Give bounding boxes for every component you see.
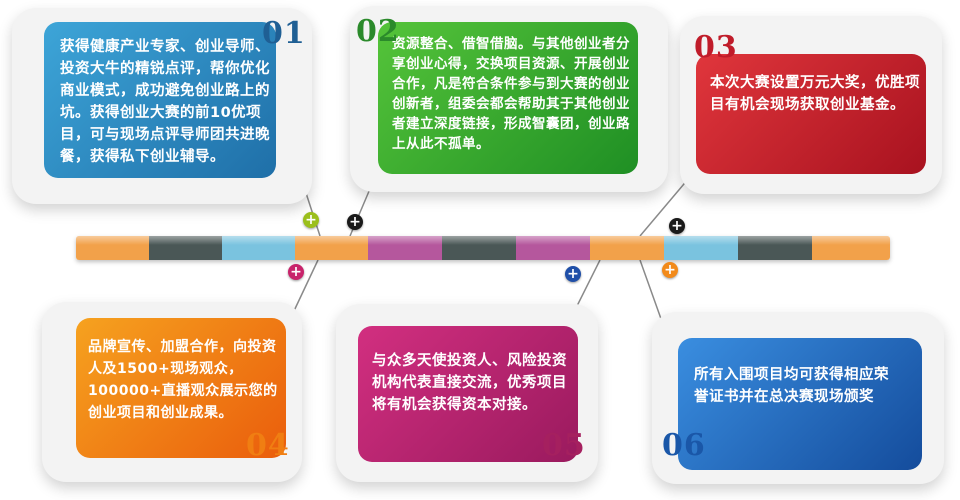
- pin-2-symbol: +: [349, 214, 361, 230]
- card-3: 本次大赛设置万元大奖，优胜项目有机会现场获取创业基金。: [696, 54, 926, 174]
- plus-icon[interactable]: +: [662, 262, 678, 278]
- timeline-bar: [76, 236, 890, 260]
- card-2: 资源整合、借智借脑。与其他创业者分享创业心得，交换项目资源、开展创业合作，凡是符…: [378, 22, 638, 174]
- card-6: 所有入围项目均可获得相应荣誉证书并在总决赛现场颁奖: [678, 338, 922, 470]
- card-3-number: 03: [694, 30, 738, 65]
- pin-1-symbol: +: [305, 212, 317, 228]
- card-5-text: 与众多天使投资人、风险投资机构代表直接交流，优秀项目将有机会获得资本对接。: [372, 353, 567, 413]
- plus-icon[interactable]: +: [347, 214, 363, 230]
- plus-icon[interactable]: +: [669, 218, 685, 234]
- plus-icon[interactable]: +: [303, 212, 319, 228]
- card-4-text: 品牌宣传、加盟合作，向投资人及1500+现场观众，100000+直播观众展示您的…: [88, 339, 278, 421]
- card-4: 品牌宣传、加盟合作，向投资人及1500+现场观众，100000+直播观众展示您的…: [76, 318, 286, 458]
- card-2-number: 02: [356, 14, 400, 49]
- card-5: 与众多天使投资人、风险投资机构代表直接交流，优秀项目将有机会获得资本对接。: [358, 326, 578, 462]
- card-1: 获得健康产业专家、创业导师、投资大牛的精锐点评，帮你优化商业模式，成功避免创业路…: [44, 22, 276, 178]
- pin-5-symbol: +: [567, 266, 579, 282]
- pin-6-symbol: +: [664, 262, 676, 278]
- card-4-number: 04: [246, 428, 290, 463]
- plus-icon[interactable]: +: [565, 266, 581, 282]
- card-6-text: 所有入围项目均可获得相应荣誉证书并在总决赛现场颁奖: [694, 367, 889, 405]
- plus-icon[interactable]: +: [288, 264, 304, 280]
- card-5-number: 05: [542, 428, 586, 463]
- card-1-number: 01: [262, 16, 306, 51]
- card-2-text: 资源整合、借智借脑。与其他创业者分享创业心得，交换项目资源、开展创业合作，凡是符…: [392, 36, 630, 152]
- pin-4-symbol: +: [290, 264, 302, 280]
- card-1-text: 获得健康产业专家、创业导师、投资大牛的精锐点评，帮你优化商业模式，成功避免创业路…: [60, 39, 270, 165]
- card-3-text: 本次大赛设置万元大奖，优胜项目有机会现场获取创业基金。: [710, 75, 920, 113]
- card-6-number: 06: [662, 428, 706, 463]
- pin-3-symbol: +: [671, 218, 683, 234]
